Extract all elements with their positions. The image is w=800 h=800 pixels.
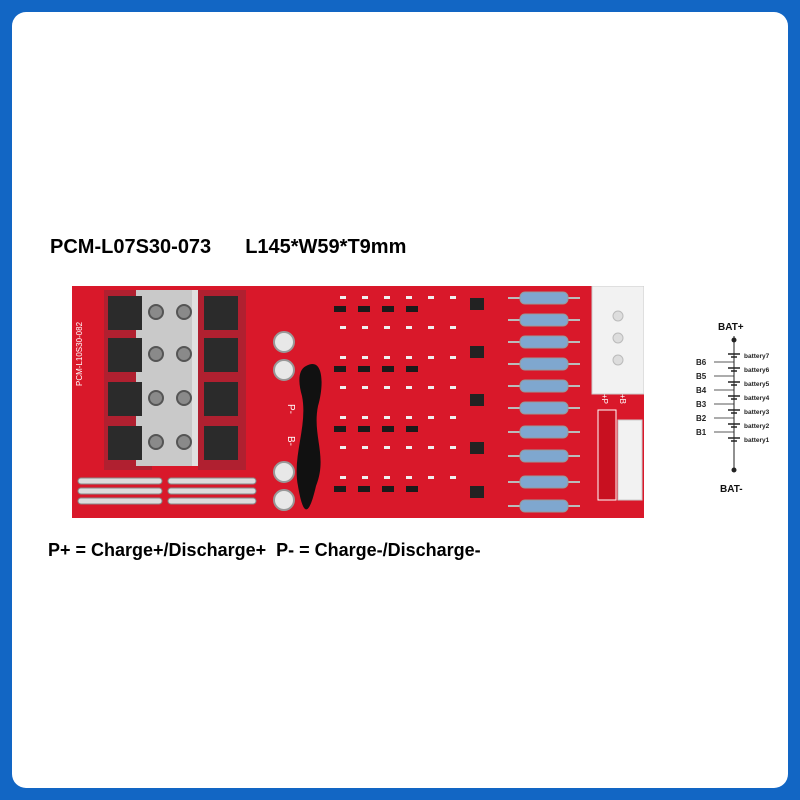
bus-bars xyxy=(77,477,257,505)
resistors xyxy=(508,291,580,513)
tap-label: B4 xyxy=(696,386,707,395)
battery-cell: battery3 xyxy=(728,409,770,416)
battery-cell-label: battery5 xyxy=(744,381,770,388)
battery-cell-label: battery3 xyxy=(744,409,770,416)
battery-cell: battery7 xyxy=(728,353,770,360)
battery-cell-label: battery1 xyxy=(744,437,770,444)
battery-cell-label: battery4 xyxy=(744,395,770,402)
tap-label: B1 xyxy=(696,428,707,437)
tap-point: B4 xyxy=(696,386,734,395)
cell-stack: battery7 battery6 battery5 battery4 battery3… xyxy=(728,353,770,444)
battery-cell-label: battery6 xyxy=(744,367,770,374)
battery-cell-label: battery7 xyxy=(744,353,770,360)
battery-cell: battery5 xyxy=(728,381,770,388)
mosfet-array xyxy=(104,290,246,470)
tap-point: B5 xyxy=(696,372,734,381)
b-minus-label: B- xyxy=(285,436,296,446)
battery-schematic: BAT+ battery7battery6battery5battery4bat… xyxy=(696,322,770,495)
terminal-legend: P+ = Charge+/Discharge+ P- = Charge-/Dis… xyxy=(48,540,481,560)
battery-cell: battery6 xyxy=(728,367,770,374)
plus-p-label: +P xyxy=(600,394,609,404)
pcb-photo: PCM-L10S30-082 xyxy=(72,286,644,518)
model-number: PCM-L07S30-073 xyxy=(50,236,212,258)
bat-minus-label: BAT- xyxy=(720,484,743,495)
smd-components xyxy=(334,296,484,498)
tap-point: B1 xyxy=(696,428,734,437)
potting-compound xyxy=(296,364,322,510)
tap-label: B3 xyxy=(696,400,707,409)
battery-cell: battery1 xyxy=(728,437,770,444)
tap-label: B2 xyxy=(696,414,707,423)
terminal-pads xyxy=(273,331,295,511)
bat-plus-terminal xyxy=(731,337,737,343)
bat-minus-terminal xyxy=(731,467,737,473)
battery-cell: battery2 xyxy=(728,423,770,430)
tap-label: B5 xyxy=(696,372,707,381)
battery-cell: battery4 xyxy=(728,395,770,402)
pcb-silkscreen: PCM-L10S30-082 xyxy=(75,321,84,386)
bat-plus-label: BAT+ xyxy=(718,322,744,333)
plus-b-label: +B xyxy=(618,394,627,404)
dimensions: L145*W59*T9mm xyxy=(245,236,407,258)
p-minus-label: P- xyxy=(285,404,296,414)
product-heading: PCM-L07S30-073 L145*W59*T9mm xyxy=(50,236,406,259)
tap-point: B6 xyxy=(696,358,734,367)
connectors xyxy=(591,286,644,501)
tap-point: B3 xyxy=(696,400,734,409)
tap-point: B2 xyxy=(696,414,734,423)
battery-cell-label: battery2 xyxy=(744,423,770,430)
tap-label: B6 xyxy=(696,358,707,367)
